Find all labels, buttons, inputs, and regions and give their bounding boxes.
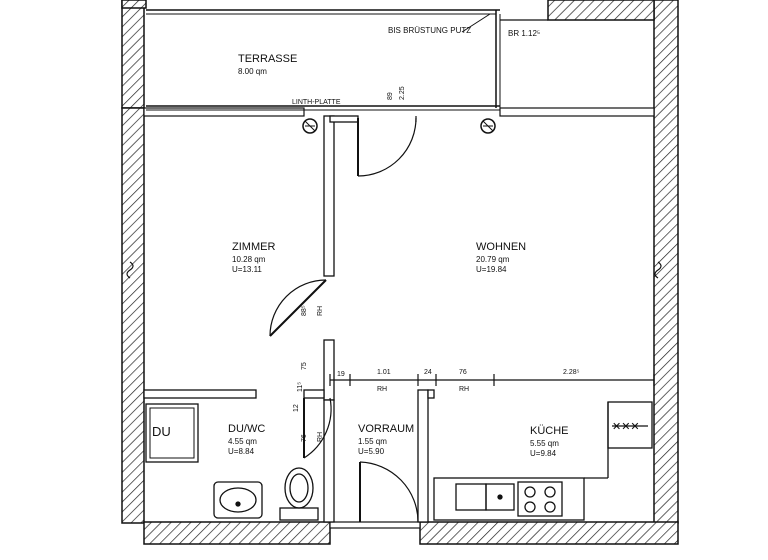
counter	[433, 477, 585, 521]
exterior-walls	[121, 0, 679, 545]
interior-walls	[143, 115, 435, 523]
kueche-perimeter: U=9.84	[530, 449, 557, 458]
terrace	[146, 9, 548, 117]
bis-bruestung-label: BIS BRÜSTUNG PUTZ	[388, 26, 471, 35]
sink	[455, 483, 487, 511]
left-wall	[121, 107, 145, 524]
dim-rh-wc: RH	[317, 432, 324, 442]
wall-kitchen-top	[427, 389, 435, 399]
leader-line	[461, 13, 491, 33]
dim-rh-2: RH	[459, 386, 469, 393]
dim-76: 76	[459, 369, 467, 376]
wall-zimmer-wohnen-upper	[323, 115, 335, 277]
top-left-wall	[121, 0, 147, 9]
bottom-wall-left	[143, 521, 331, 545]
du-wc-perimeter: U=8.84	[228, 447, 255, 456]
dim-door-zimmer: 88⁵	[301, 305, 308, 316]
dim-228: 2.28⁵	[563, 369, 580, 376]
toilet-bowl	[284, 467, 314, 509]
wohnen-perimeter: U=19.84	[476, 265, 507, 274]
zimmer-name: ZIMMER	[232, 241, 275, 253]
wohnen-area: 20.79 qm	[476, 255, 510, 264]
zimmer-area: 10.28 qm	[232, 255, 266, 264]
bottom-wall-right	[419, 521, 679, 545]
wohnen-name: WOHNEN	[476, 241, 526, 253]
washbasin	[213, 481, 263, 519]
dim-rh-1: RH	[377, 386, 387, 393]
dim-225-label: 2.25	[399, 86, 406, 100]
dim-89-label: 89	[387, 92, 394, 100]
bottom-wall-mid	[329, 521, 421, 529]
vorraum-area: 1.55 qm	[358, 437, 387, 446]
wall-bath-top-right	[303, 389, 325, 399]
kueche-name: KÜCHE	[530, 425, 569, 437]
terrasse-area: 8.00 qm	[238, 67, 267, 76]
hob-symbol: ✕✕✕	[612, 421, 640, 433]
top-right-wall	[547, 0, 655, 21]
stove	[517, 481, 563, 517]
du-wc-name: DU/WC	[228, 423, 265, 435]
kitchen-fixtures	[433, 401, 653, 521]
wall-doorframe-wohnen	[329, 115, 359, 123]
dim-12: 12	[293, 404, 300, 412]
wall-upper-right-block	[499, 107, 655, 117]
vorraum-perimeter: U=5.90	[358, 447, 385, 456]
kueche-area: 5.55 qm	[530, 439, 559, 448]
bathroom-fixtures	[145, 403, 319, 521]
dim-101: 1.01	[377, 369, 391, 376]
terrasse-name: TERRASSE	[238, 53, 297, 65]
dim-75: 75	[301, 362, 308, 370]
toilet-tank	[279, 507, 319, 521]
wall-zimmer-wohnen-lower	[323, 339, 335, 401]
dim-24: 24	[424, 369, 432, 376]
columns	[302, 118, 496, 134]
dimension-line	[329, 374, 655, 386]
br-label: BR 1.12⁵	[508, 29, 540, 38]
labels: TERRASSE 8.00 qm BIS BRÜSTUNG PUTZ BR 1.…	[152, 26, 640, 458]
dim-76-wc: 76	[301, 434, 308, 442]
dim-11: 11⁵	[297, 382, 304, 392]
shower-label: DU	[152, 424, 171, 439]
shower-tray	[145, 403, 199, 463]
linth-platte-label: LINTH-PLATTE	[292, 99, 341, 106]
left-wall-upper	[121, 0, 145, 109]
du-wc-area: 4.55 qm	[228, 437, 257, 446]
wall-markers	[126, 261, 662, 279]
wall-upper-left-block	[143, 107, 305, 117]
zimmer-perimeter: U=13.11	[232, 265, 262, 274]
doors	[269, 116, 419, 523]
wall-zimmer-bath	[143, 389, 257, 399]
vorraum-name: VORRAUM	[358, 423, 414, 435]
dim-rh-zimmer: RH	[317, 306, 324, 316]
dim-19: 19	[337, 371, 345, 378]
wall-bath-vorraum	[323, 399, 335, 523]
right-wall	[653, 0, 679, 524]
wall-vorraum-kitchen	[417, 389, 429, 523]
